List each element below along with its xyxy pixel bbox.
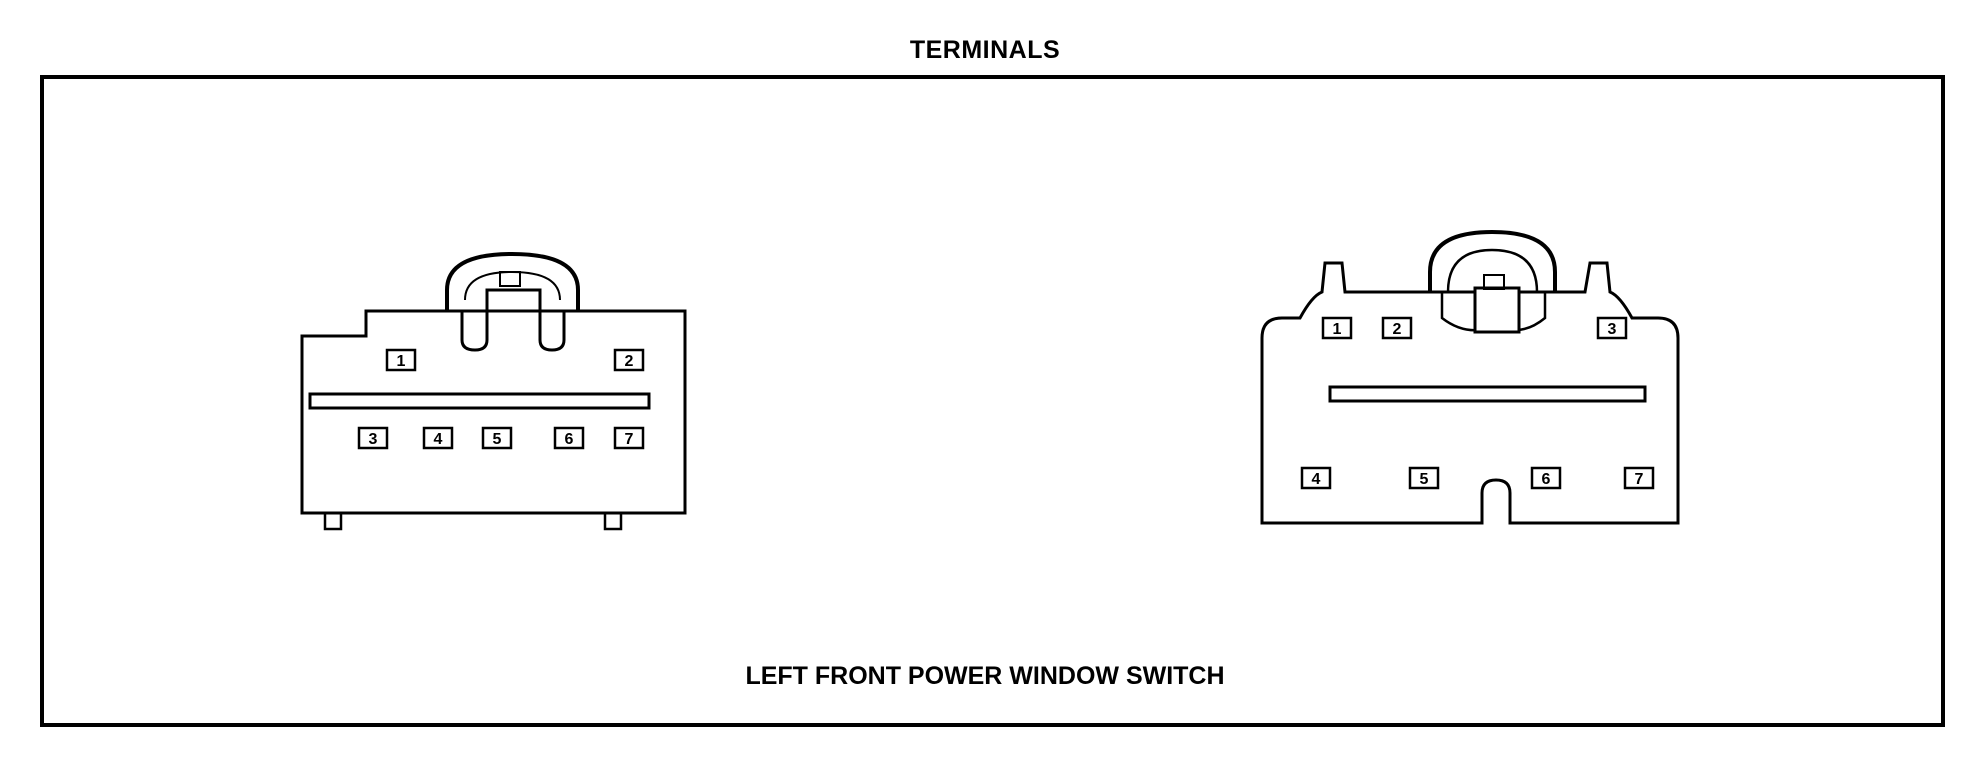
right-pin-2: 2	[1381, 316, 1413, 340]
connector-left-body	[300, 309, 687, 515]
connector-right-pins: 1 2 3 4 5 6 7	[1300, 316, 1655, 490]
left-pin-3: 3	[357, 426, 389, 450]
left-pin-6-label: 6	[565, 431, 574, 448]
left-pin-2-label: 2	[625, 353, 634, 370]
left-pin-1-label: 1	[397, 353, 406, 370]
right-pin-6-label: 6	[1542, 471, 1551, 488]
right-pin-3: 3	[1596, 316, 1628, 340]
connector-left-latch	[445, 251, 580, 311]
left-pin-3-label: 3	[369, 431, 378, 448]
right-pin-6: 6	[1530, 466, 1562, 490]
right-pin-1: 1	[1321, 316, 1353, 340]
right-pin-7-label: 7	[1635, 471, 1644, 488]
right-pin-4-label: 4	[1312, 471, 1321, 488]
connector-left-slot	[308, 392, 651, 410]
connector-right-latch	[1428, 229, 1557, 292]
right-pin-1-label: 1	[1333, 321, 1342, 338]
left-pin-5: 5	[481, 426, 513, 450]
right-pin-2-label: 2	[1393, 321, 1402, 338]
right-pin-4: 4	[1300, 466, 1332, 490]
connector-right-body	[1260, 261, 1680, 525]
left-pin-7-label: 7	[625, 431, 634, 448]
diagram-title: TERMINALS	[909, 36, 1061, 64]
right-pin-5-label: 5	[1420, 471, 1429, 488]
connector-right	[1260, 229, 1680, 525]
left-pin-4-label: 4	[434, 431, 443, 448]
right-pin-7: 7	[1623, 466, 1655, 490]
connector-right-slot	[1328, 385, 1647, 403]
connector-left	[300, 251, 687, 531]
connector-left-pins: 1 2 3 4 5 6 7	[357, 348, 645, 450]
left-pin-5-label: 5	[493, 431, 502, 448]
left-pin-6: 6	[553, 426, 585, 450]
diagram-caption: LEFT FRONT POWER WINDOW SWITCH	[745, 662, 1225, 690]
left-pin-1: 1	[385, 348, 417, 372]
left-pin-2: 2	[613, 348, 645, 372]
left-pin-4: 4	[422, 426, 454, 450]
right-pin-5: 5	[1408, 466, 1440, 490]
diagram-frame	[40, 75, 1945, 727]
right-pin-3-label: 3	[1608, 321, 1617, 338]
left-pin-7: 7	[613, 426, 645, 450]
